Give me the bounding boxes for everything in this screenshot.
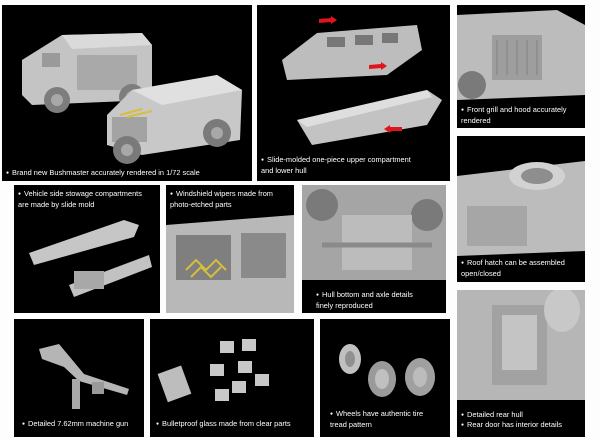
caption: Rear door has interior details xyxy=(461,420,562,431)
caption: Roof hatch can be assembled open/closed xyxy=(461,258,565,278)
bushmaster-vehicles-image xyxy=(22,33,242,164)
caption: Windshield wipers made from photo-etched… xyxy=(170,189,273,209)
roof-hatch-image xyxy=(457,161,585,256)
rear-hull-image xyxy=(457,290,585,437)
caption-line: Roof hatch can be assembled xyxy=(461,258,565,269)
panel-rear-hull: Detailed rear hull Rear door has interio… xyxy=(457,290,585,437)
machine-gun-image xyxy=(39,344,129,409)
caption-line: Bulletproof glass made from clear parts xyxy=(156,419,291,430)
caption-line: finely reproduced xyxy=(316,300,373,310)
caption-line: and lower hull xyxy=(261,165,307,175)
panel-main-vehicle: Brand new Bushmaster accurately rendered… xyxy=(2,5,252,181)
caption: Detailed 7.62mm machine gun xyxy=(22,419,128,430)
caption: Brand new Bushmaster accurately rendered… xyxy=(6,168,200,179)
caption: Bulletproof glass made from clear parts xyxy=(156,419,291,430)
windshield-image xyxy=(166,215,294,313)
panel-windshield-wipers: Windshield wipers made from photo-etched… xyxy=(166,185,294,313)
front-grill-image xyxy=(457,10,585,100)
panel-front-grill: Front grill and hood accurately rendered xyxy=(457,5,585,128)
caption-line: photo-etched parts xyxy=(170,199,232,209)
caption-line: Detailed 7.62mm machine gun xyxy=(22,419,128,430)
panel-wheels: Wheels have authentic tire tread pattern xyxy=(320,319,450,437)
caption-line: are made by slide mold xyxy=(18,199,95,209)
caption-line: Hull bottom and axle details xyxy=(316,290,413,301)
panel-bulletproof-glass: Bulletproof glass made from clear parts xyxy=(150,319,314,437)
caption-line: Wheels have authentic tire xyxy=(330,409,423,420)
caption-line: Brand new Bushmaster accurately rendered… xyxy=(6,168,200,179)
panel-side-stowage: Vehicle side stowage compartments are ma… xyxy=(14,185,160,313)
caption: Wheels have authentic tire tread pattern xyxy=(330,409,423,429)
panel-machine-gun: Detailed 7.62mm machine gun xyxy=(14,319,144,437)
caption-line: Windshield wipers made from xyxy=(170,189,273,200)
glass-parts-image xyxy=(157,339,269,403)
caption-line: Vehicle side stowage compartments xyxy=(18,189,142,200)
wheels-image xyxy=(339,344,435,397)
caption: Detailed rear hull xyxy=(461,410,523,421)
caption-line: open/closed xyxy=(461,268,501,278)
panel-upper-lower-hull: Slide-molded one-piece upper compartment… xyxy=(257,5,450,181)
hull-parts-image xyxy=(282,16,442,145)
arrow-icon xyxy=(384,125,402,133)
arrow-icon xyxy=(369,62,387,70)
caption: Hull bottom and axle details finely repr… xyxy=(316,290,413,310)
caption-line: Rear door has interior details xyxy=(461,420,562,431)
caption-line: Front grill and hood accurately xyxy=(461,105,566,116)
caption-line: rendered xyxy=(461,115,491,125)
arrow-icon xyxy=(319,16,337,24)
stowage-parts-image xyxy=(29,220,152,297)
panel-hull-bottom: Hull bottom and axle details finely repr… xyxy=(302,185,446,313)
caption: Front grill and hood accurately rendered xyxy=(461,105,566,125)
panel-roof-hatch: Roof hatch can be assembled open/closed xyxy=(457,136,585,282)
caption-line: Slide-molded one-piece upper compartment xyxy=(261,155,411,166)
caption: Vehicle side stowage compartments are ma… xyxy=(18,189,142,209)
caption: Slide-molded one-piece upper compartment… xyxy=(261,155,411,175)
caption-line: tread pattern xyxy=(330,419,372,429)
caption-line: Detailed rear hull xyxy=(461,410,523,421)
